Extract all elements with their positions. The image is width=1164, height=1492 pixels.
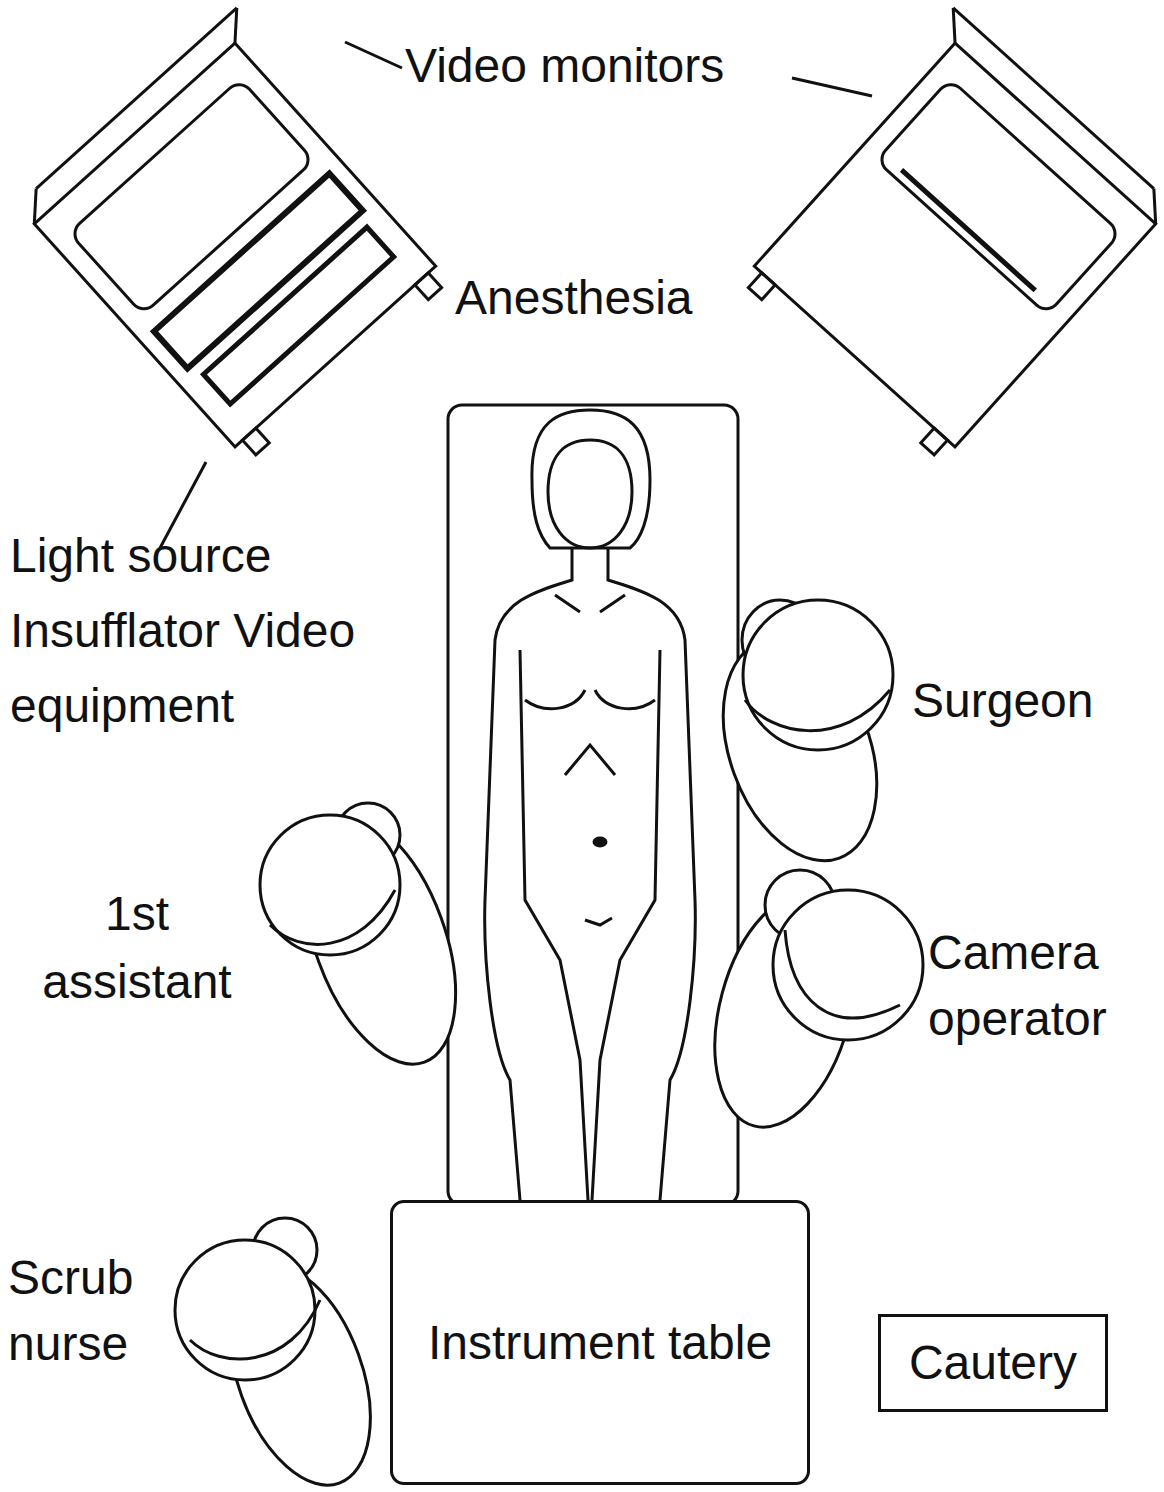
callout-label: Video monitors: [405, 30, 805, 102]
instrument-table: Instrument table: [390, 1200, 810, 1485]
surgeon-figure: [695, 600, 905, 882]
leader-line: [792, 78, 872, 96]
node-text: Instrument table: [414, 1312, 786, 1374]
left-monitor-cart: [18, 8, 468, 462]
callout-label: Surgeon: [912, 665, 1152, 737]
operating-table: [448, 405, 738, 1205]
callout-label: Anesthesia: [455, 262, 755, 334]
callout-label: 1st assistant: [12, 880, 262, 1016]
callout-label: Camera operator: [928, 920, 1160, 1052]
callout-label: Light source Insufflator Video equipment: [10, 518, 450, 743]
camera-operator-figure: [691, 870, 923, 1143]
cautery-box: Cautery: [878, 1314, 1108, 1412]
leader-line: [345, 42, 402, 68]
callout-label: Scrub nurse: [8, 1245, 178, 1377]
scrub-nurse-figure: [175, 1218, 398, 1492]
assistant-figure: [260, 796, 486, 1085]
node-text: Cautery: [895, 1332, 1091, 1394]
right-monitor-cart: [722, 8, 1164, 462]
patient-figure: [485, 410, 696, 1200]
